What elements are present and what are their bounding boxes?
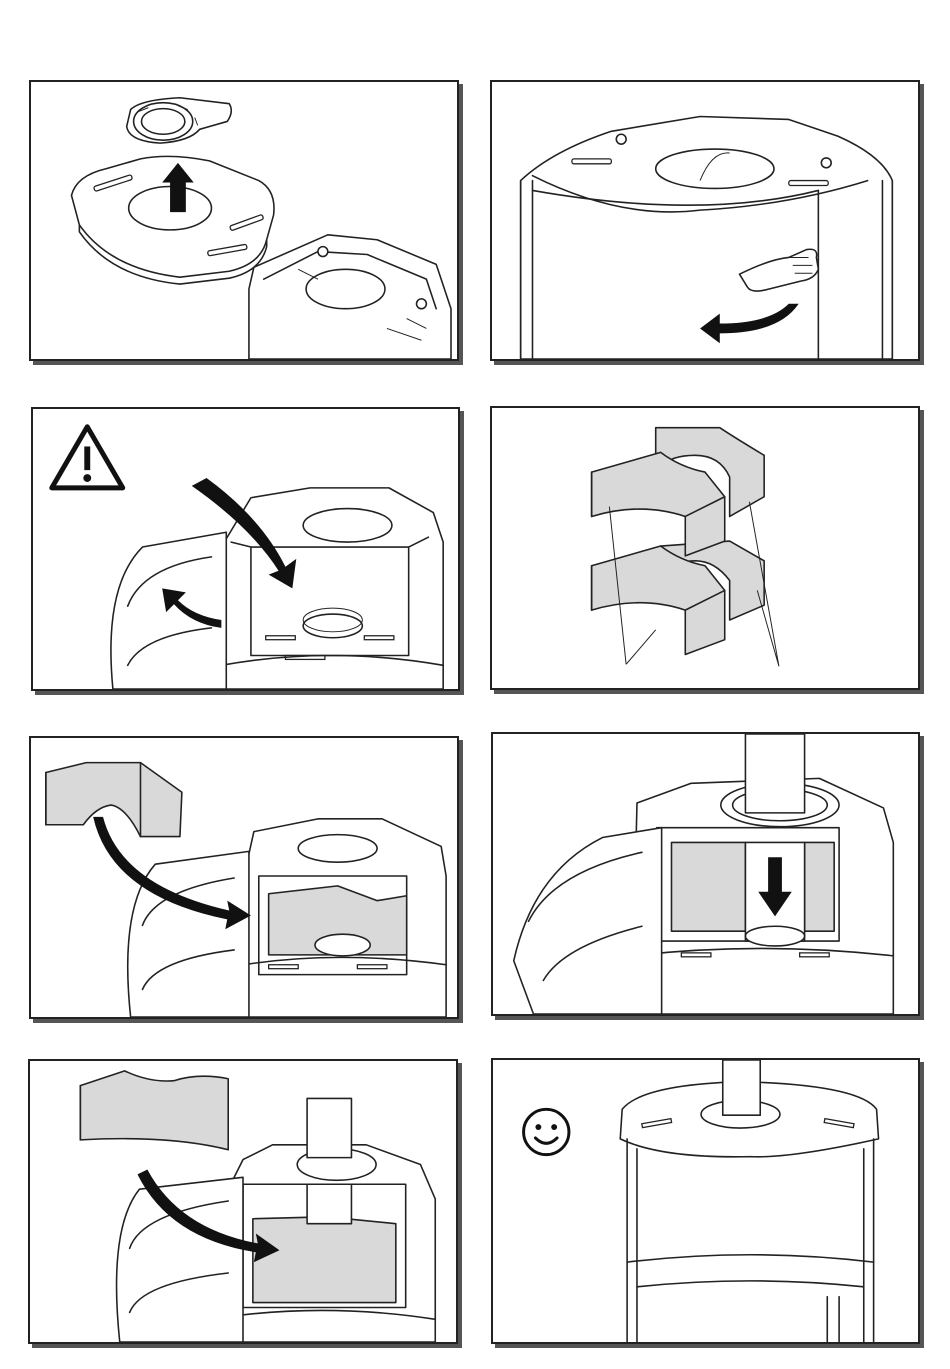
smiley-icon <box>524 1109 569 1154</box>
open-door <box>117 1177 243 1342</box>
step-4-panel <box>490 406 920 690</box>
step-8-panel <box>491 1058 920 1344</box>
stove-body <box>521 117 893 359</box>
stove-body <box>249 235 451 359</box>
step-5-illustration <box>31 738 457 1017</box>
step-2-illustration <box>492 82 918 359</box>
loose-stone <box>46 763 182 837</box>
step-8-illustration <box>493 1060 918 1342</box>
step-7-panel <box>28 1059 458 1344</box>
warning-icon <box>52 427 123 488</box>
stone-pieces-icon <box>592 428 779 667</box>
open-door <box>128 851 249 1017</box>
step-3-panel <box>31 407 460 691</box>
stove-body <box>244 819 446 1017</box>
open-door <box>111 532 226 689</box>
stove-body <box>221 488 443 689</box>
step-1-illustration <box>31 82 457 359</box>
flue-ring <box>127 98 232 143</box>
stove-body <box>620 1082 878 1342</box>
flue-pipe <box>723 1060 760 1115</box>
step-7-illustration <box>30 1061 456 1342</box>
step-4-illustration <box>492 408 918 688</box>
open-door <box>514 828 662 1014</box>
step-2-panel <box>490 80 920 361</box>
step-1-panel <box>29 80 459 361</box>
step-3-illustration <box>33 409 458 689</box>
step-6-illustration <box>493 734 918 1014</box>
step-5-panel <box>29 736 459 1019</box>
step-6-panel <box>491 732 920 1016</box>
loose-stone <box>80 1071 228 1150</box>
